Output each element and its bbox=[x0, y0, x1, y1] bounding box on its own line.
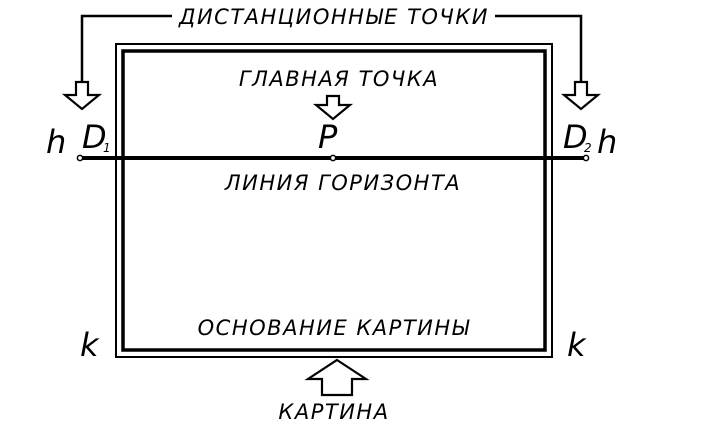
picture-frame-inner bbox=[121, 49, 547, 352]
horizon-line-label: ЛИНИЯ ГОРИЗОНТА bbox=[224, 171, 461, 195]
principal-point-arrow bbox=[312, 94, 354, 121]
distance-point-d1-subscript: 1 bbox=[103, 141, 111, 155]
distance-point-d2-symbol: D bbox=[563, 118, 588, 156]
distance-point-d1-symbol: D bbox=[82, 118, 107, 156]
horizon-h-right-symbol: h bbox=[597, 123, 617, 161]
picture-base-label: ОСНОВАНИЕ КАРТИНЫ bbox=[198, 316, 471, 340]
picture-label: КАРТИНА bbox=[278, 400, 389, 424]
horizon-h-left-symbol: h bbox=[46, 123, 66, 161]
base-k-left-symbol: k bbox=[80, 326, 100, 364]
distance-points-label: ДИСТАНЦИОННЫЕ ТОЧКИ bbox=[178, 5, 489, 29]
distance-points-leader-left bbox=[80, 14, 172, 82]
principal-point-marker bbox=[329, 154, 337, 162]
horizon-end-left-point bbox=[76, 154, 84, 162]
picture-arrow bbox=[304, 358, 370, 397]
base-k-right-symbol: k bbox=[567, 326, 587, 364]
picture-frame-outer bbox=[115, 43, 553, 358]
horizon-end-right-point bbox=[582, 154, 590, 162]
principal-point-symbol: P bbox=[318, 118, 338, 156]
distance-point-d2-arrow bbox=[560, 80, 602, 111]
principal-point-label: ГЛАВНАЯ ТОЧКА bbox=[239, 67, 439, 91]
distance-points-leader-right bbox=[495, 14, 583, 82]
distance-point-d2-subscript: 2 bbox=[584, 141, 592, 155]
distance-point-d1-arrow bbox=[61, 80, 103, 111]
